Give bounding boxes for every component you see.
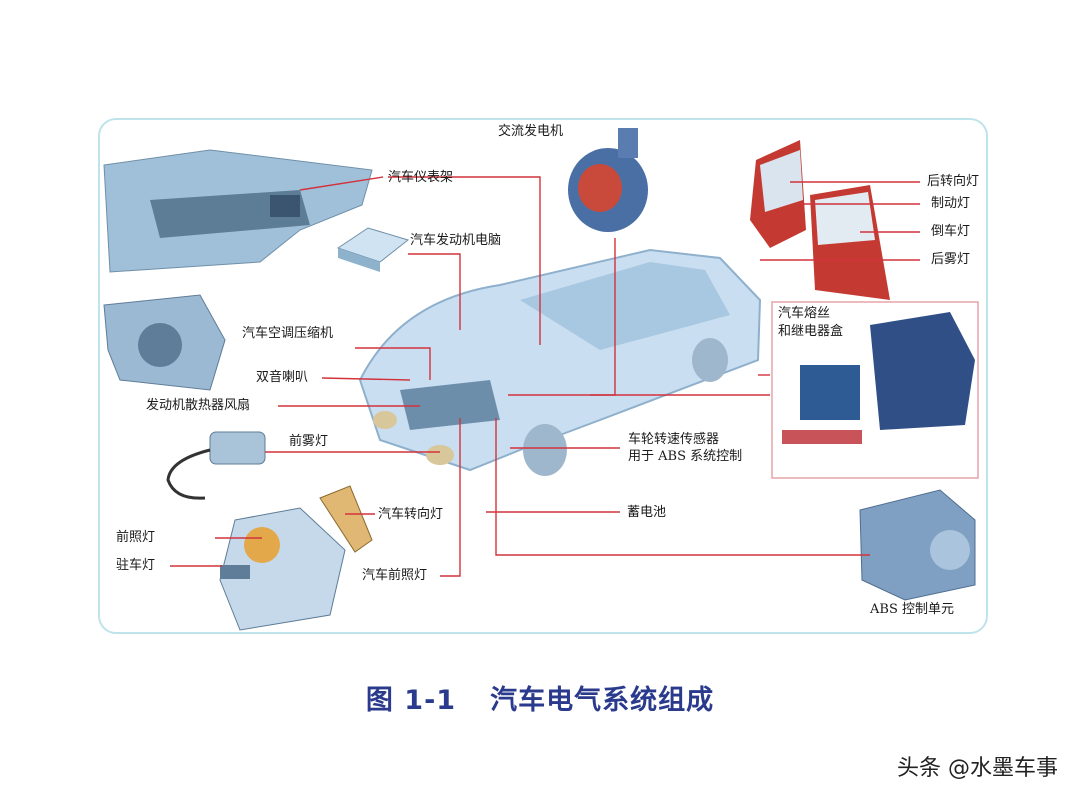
label-headlight-low: 前照灯: [116, 530, 156, 545]
label-fuse-box-2: 和继电器盒: [778, 324, 844, 339]
label-brake-light: 制动灯: [931, 196, 971, 211]
label-rear-turn: 后转向灯: [927, 174, 980, 189]
fuse-box-illustration: [771, 301, 979, 479]
figure-title: 汽车电气系统组成: [490, 685, 715, 716]
label-turn-signal: 汽车转向灯: [378, 507, 444, 522]
label-ac-compressor: 汽车空调压缩机: [242, 326, 334, 341]
label-rear-fog: 后雾灯: [931, 252, 971, 267]
label-battery: 蓄电池: [627, 505, 667, 520]
turn-signal-illustration: [319, 485, 373, 553]
headlight-illustration: [219, 507, 346, 631]
front-fog-illustration: [166, 431, 266, 500]
label-headlight-assembly: 汽车前照灯: [362, 568, 428, 583]
label-ecu: 汽车发动机电脑: [410, 233, 502, 248]
abs-unit-illustration: [859, 489, 976, 601]
figure-number: 图 1-1: [365, 685, 457, 716]
label-radiator-fan: 发动机散热器风扇: [146, 398, 251, 413]
label-horn: 双音喇叭: [256, 370, 309, 385]
rear-lamps-illustration: [750, 140, 890, 300]
label-dashboard: 汽车仪表架: [388, 170, 454, 185]
label-reverse-light: 倒车灯: [931, 224, 971, 239]
alternator-illustration: [568, 128, 648, 232]
label-fuse-box-1: 汽车熔丝: [778, 306, 831, 321]
figure-caption: 图 1-1 汽车电气系统组成: [0, 678, 1080, 718]
label-alternator: 交流发电机: [498, 124, 564, 139]
ac-compressor-illustration: [103, 294, 226, 391]
label-parking-light: 驻车灯: [116, 558, 156, 573]
ecu-illustration: [336, 227, 410, 272]
label-wheel-sensor-1: 车轮转速传感器: [628, 432, 720, 447]
leader-lines: [170, 176, 920, 577]
label-wheel-sensor-2: 用于 ABS 系统控制: [628, 449, 743, 464]
label-abs-unit: ABS 控制单元: [870, 602, 954, 617]
label-front-fog: 前雾灯: [289, 434, 329, 449]
watermark: 头条 @水墨车事: [897, 756, 1058, 781]
dashboard-illustration: [103, 149, 373, 273]
